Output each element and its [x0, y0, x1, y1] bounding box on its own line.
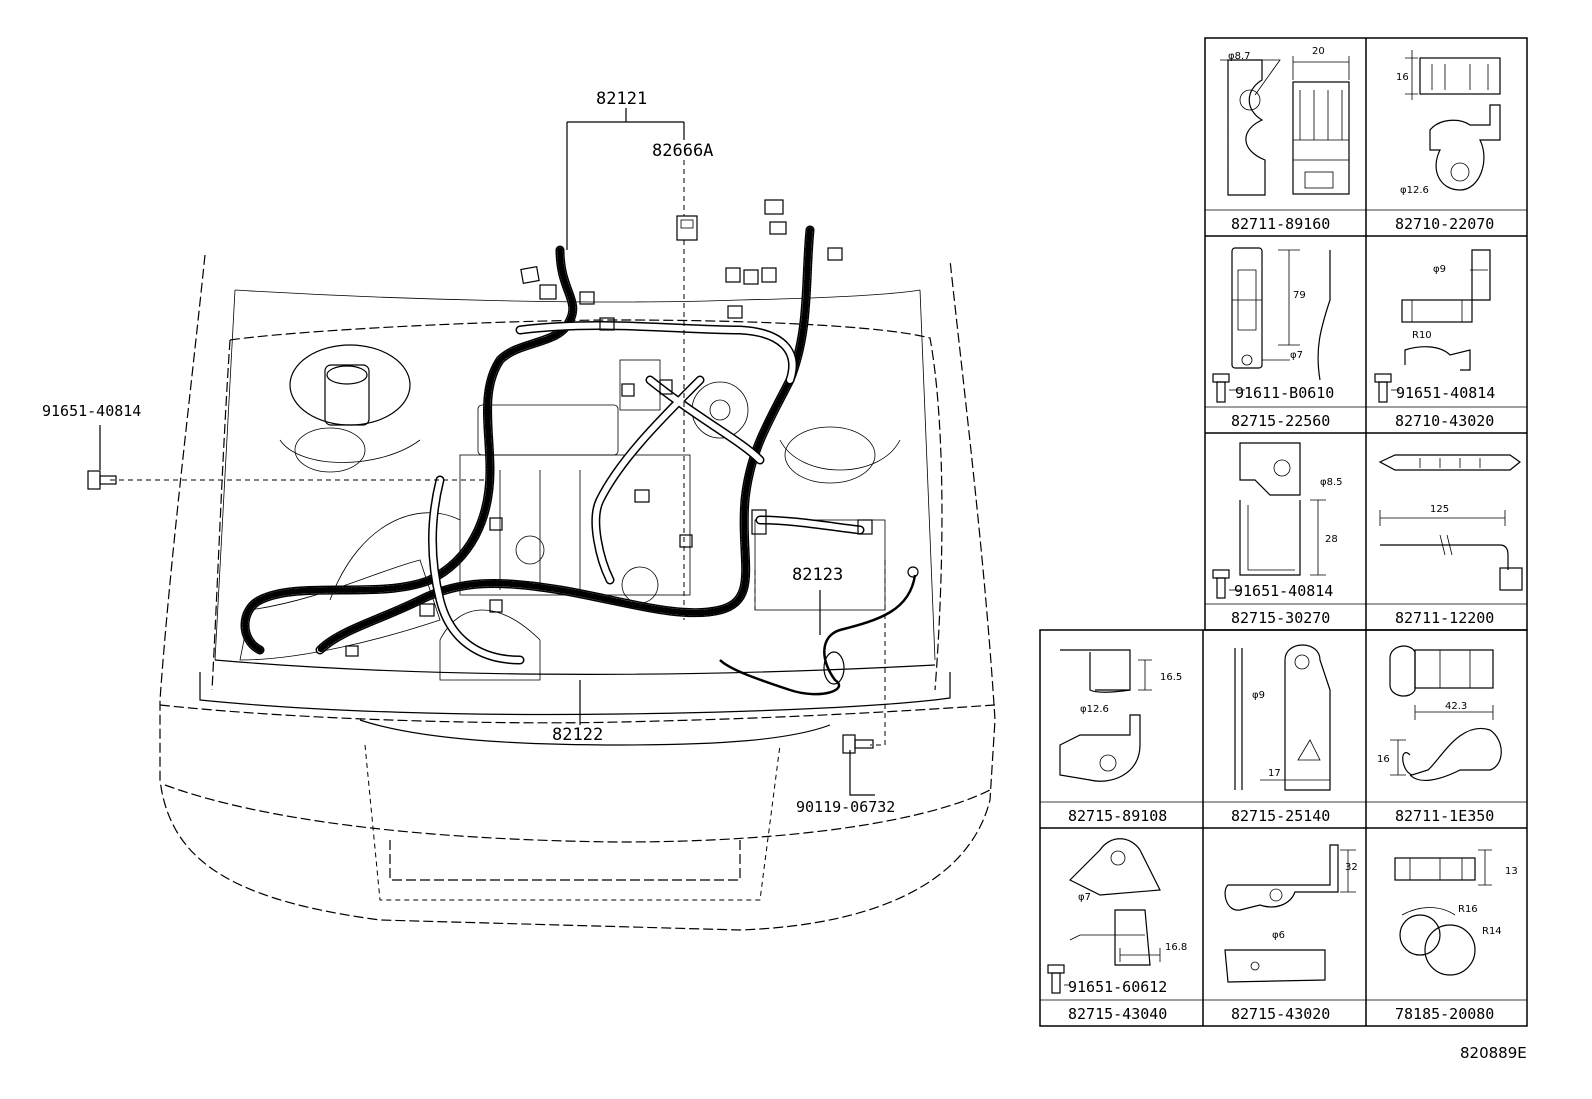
bolt-number: 91651-40814	[1234, 582, 1333, 600]
part-number: 82715-25140	[1231, 807, 1330, 825]
part-number: 82710-43020	[1395, 412, 1494, 430]
wire-harness	[240, 225, 865, 665]
parts-table-labels: 82711-89160 82710-22070 82715-22560 8271…	[1068, 46, 1518, 1023]
bolt-icon	[842, 734, 874, 754]
label-harness-main: 82121	[596, 89, 647, 109]
dimension-text: φ6	[1272, 930, 1285, 941]
vehicle-body	[87, 108, 996, 931]
dimension-text: 13	[1505, 866, 1518, 877]
dimension-text: φ12.6	[1080, 704, 1109, 715]
dimension-text: φ7	[1290, 350, 1303, 361]
label-harness-front: 82122	[552, 725, 603, 745]
part-number: 82715-22560	[1231, 412, 1330, 430]
bolt-number: 91651-60612	[1068, 978, 1167, 996]
dimension-text: 32	[1345, 862, 1358, 873]
label-bolt-left: 91651-40814	[42, 402, 141, 420]
dimension-text: 28	[1325, 534, 1338, 545]
part-number: 82715-89108	[1068, 807, 1167, 825]
bracket-82715-30270-icon	[1212, 442, 1326, 599]
dimension-text: φ7	[1078, 892, 1091, 903]
illustration-reference: 820889E	[1460, 1044, 1527, 1062]
dimension-text: 16	[1377, 754, 1390, 765]
dimension-text: 16.5	[1160, 672, 1182, 683]
bracket-82715-89108-icon	[1059, 649, 1152, 782]
clamp-78185-20080-icon	[1394, 849, 1492, 976]
part-number: 82711-12200	[1395, 609, 1494, 627]
label-connector-block: 82666A	[652, 141, 713, 161]
dimension-text: R14	[1482, 926, 1502, 937]
bolt-number: 91651-40814	[1396, 384, 1495, 402]
dimension-text: R10	[1412, 330, 1432, 341]
part-number: 82711-89160	[1231, 215, 1330, 233]
bracket-82715-43040-icon	[1047, 838, 1161, 994]
harness-connectors	[345, 199, 873, 657]
dimension-text: 16.8	[1165, 942, 1187, 953]
clamp-82710-22070-icon	[1405, 50, 1501, 191]
part-number: 82715-30270	[1231, 609, 1330, 627]
clamp-82711-89160-icon	[1220, 56, 1350, 196]
dimension-text: 16	[1396, 72, 1409, 83]
connector-block-icon	[676, 215, 698, 241]
dimension-text: 79	[1293, 290, 1306, 301]
parts-table	[1039, 37, 1528, 1027]
dimension-text: φ12.6	[1400, 185, 1429, 196]
bracket-82715-25140-icon	[1234, 644, 1331, 791]
tie-82711-12200-icon	[1378, 454, 1523, 591]
bolt-number: 91611-B0610	[1235, 384, 1334, 402]
dimension-text: 20	[1312, 46, 1325, 57]
dimension-text: φ9	[1252, 690, 1265, 701]
clip-82710-43020-icon	[1374, 249, 1491, 403]
part-number: 78185-20080	[1395, 1005, 1494, 1023]
clamp-82711-1E350-icon	[1389, 645, 1502, 782]
dimension-text: φ8.7	[1228, 51, 1251, 62]
bolt-icon	[87, 470, 117, 490]
bracket-82715-43020-icon	[1224, 844, 1356, 983]
dimension-text: 42.3	[1445, 701, 1467, 712]
part-number: 82715-43040	[1068, 1005, 1167, 1023]
part-number: 82711-1E350	[1395, 807, 1494, 825]
dimension-text: 125	[1430, 504, 1449, 515]
part-number: 82715-43020	[1231, 1005, 1330, 1023]
dimension-text: φ9	[1433, 264, 1446, 275]
part-number: 82710-22070	[1395, 215, 1494, 233]
dimension-text: R16	[1458, 904, 1478, 915]
label-harness-sub: 82123	[792, 565, 843, 585]
clip-82715-22560-icon	[1212, 247, 1331, 403]
dimension-text: 17	[1268, 768, 1281, 779]
label-bolt-bottom: 90119-06732	[796, 798, 895, 816]
dimension-text: φ8.5	[1320, 477, 1343, 488]
